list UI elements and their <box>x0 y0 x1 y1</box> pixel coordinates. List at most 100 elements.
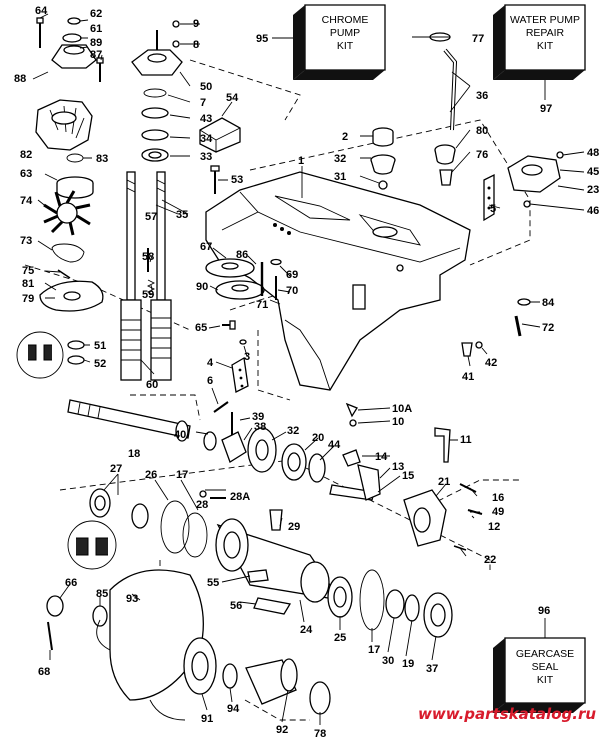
callout-41: 41 <box>462 371 474 383</box>
leader-lines <box>32 13 585 725</box>
callout-27: 27 <box>110 463 122 475</box>
callout-17-lower: 17 <box>368 644 380 656</box>
callout-25: 25 <box>334 632 346 644</box>
callout-81: 81 <box>22 278 34 290</box>
callout-71: 71 <box>256 299 268 311</box>
callout-94: 94 <box>227 703 240 715</box>
callout-18: 18 <box>128 448 140 460</box>
callout-34: 34 <box>200 133 213 145</box>
callout-6: 6 <box>207 375 213 387</box>
callout-62: 62 <box>90 8 102 20</box>
callout-57: 57 <box>145 211 157 223</box>
callout-15: 15 <box>402 470 414 482</box>
callout-30: 30 <box>382 655 394 667</box>
callout-29: 29 <box>288 521 300 533</box>
callout-64: 64 <box>35 5 48 17</box>
callout-96: 96 <box>538 605 550 617</box>
callout-93: 93 <box>126 593 138 605</box>
callout-77: 77 <box>472 33 484 45</box>
callout-56: 56 <box>230 600 242 612</box>
callout-59: 59 <box>142 289 154 301</box>
callout-22: 22 <box>484 554 496 566</box>
callout-32-upper: 32 <box>334 153 346 165</box>
callout-85: 85 <box>96 588 108 600</box>
callout-76: 76 <box>476 149 488 161</box>
callout-42: 42 <box>485 357 497 369</box>
callout-33: 33 <box>200 151 212 163</box>
callout-91: 91 <box>201 713 213 725</box>
chrome-pump-kit-line2: PUMP <box>330 27 360 39</box>
shift-linkage-parts <box>205 258 531 463</box>
callout-79: 79 <box>22 293 34 305</box>
callout-14: 14 <box>375 451 388 463</box>
callout-4: 4 <box>207 357 214 369</box>
callout-44: 44 <box>328 439 341 451</box>
callout-11: 11 <box>460 434 472 446</box>
watermark[interactable]: www.partskatalog.ru <box>418 705 596 723</box>
callout-54: 54 <box>226 92 239 104</box>
water-pump-kit-line2: REPAIR <box>526 27 565 39</box>
callout-69: 69 <box>286 269 298 281</box>
callout-89: 89 <box>90 37 102 49</box>
callout-78: 78 <box>314 728 326 740</box>
callout-84: 84 <box>542 297 555 309</box>
callout-58: 58 <box>142 251 154 263</box>
callout-92: 92 <box>276 724 288 736</box>
callout-21: 21 <box>438 476 450 488</box>
chrome-pump-kit-box: CHROME PUMP KIT 95 <box>256 4 386 80</box>
gearcase-housing <box>205 171 471 391</box>
callout-19: 19 <box>402 658 414 670</box>
callout-40: 40 <box>174 429 186 441</box>
callout-32-lower: 32 <box>287 425 299 437</box>
callout-63: 63 <box>20 168 32 180</box>
callout-16: 16 <box>492 492 504 504</box>
bearing-carrier-parts <box>67 483 483 638</box>
callout-28: 28 <box>196 499 208 511</box>
callout-88: 88 <box>14 73 26 85</box>
callout-55: 55 <box>207 577 219 589</box>
callout-65: 65 <box>195 322 207 334</box>
propeller-parts <box>46 569 331 721</box>
callout-82: 82 <box>20 149 32 161</box>
callout-8: 8 <box>193 39 199 51</box>
gearcase-kit-line1: GEARCASE <box>516 648 574 660</box>
water-pump-parts <box>16 17 104 379</box>
callout-9: 9 <box>193 18 199 30</box>
callout-37: 37 <box>426 663 438 675</box>
callout-75: 75 <box>22 265 34 277</box>
water-pump-repair-kit-box: WATER PUMP REPAIR KIT 97 <box>493 4 586 115</box>
callout-13: 13 <box>392 461 404 473</box>
chrome-pump-kit-line3: KIT <box>337 40 354 52</box>
callout-66: 66 <box>65 577 77 589</box>
driveshaft-parts <box>120 20 183 381</box>
callout-80: 80 <box>476 125 488 137</box>
water-pump-kit-line3: KIT <box>537 40 554 52</box>
callout-50: 50 <box>200 81 212 93</box>
callout-97: 97 <box>540 103 552 115</box>
callout-39: 39 <box>252 411 264 423</box>
gearcase-kit-line2: SEAL <box>532 661 559 673</box>
chrome-pump-kit-line1: CHROME <box>322 14 369 26</box>
callout-90: 90 <box>196 281 208 293</box>
callout-43: 43 <box>200 113 212 125</box>
callout-35: 35 <box>176 209 188 221</box>
callout-46: 46 <box>587 205 599 217</box>
callout-10A: 10A <box>392 403 412 415</box>
callout-1: 1 <box>298 155 304 167</box>
callout-73: 73 <box>20 235 32 247</box>
upper-middle-parts <box>199 32 564 222</box>
callout-28A: 28A <box>230 491 250 503</box>
callout-74: 74 <box>20 195 33 207</box>
callout-20: 20 <box>312 432 324 444</box>
water-pump-kit-line1: WATER PUMP <box>510 14 580 26</box>
callout-95: 95 <box>256 33 268 45</box>
callout-24: 24 <box>300 624 313 636</box>
propshaft-parts <box>67 399 381 501</box>
callout-numbers: 64 62 61 89 87 88 9 8 50 7 43 34 33 77 3… <box>14 5 599 740</box>
callout-60: 60 <box>146 379 158 391</box>
callout-31: 31 <box>334 171 346 183</box>
callout-17-upper: 17 <box>176 469 188 481</box>
callout-26: 26 <box>145 469 157 481</box>
callout-51: 51 <box>94 340 106 352</box>
